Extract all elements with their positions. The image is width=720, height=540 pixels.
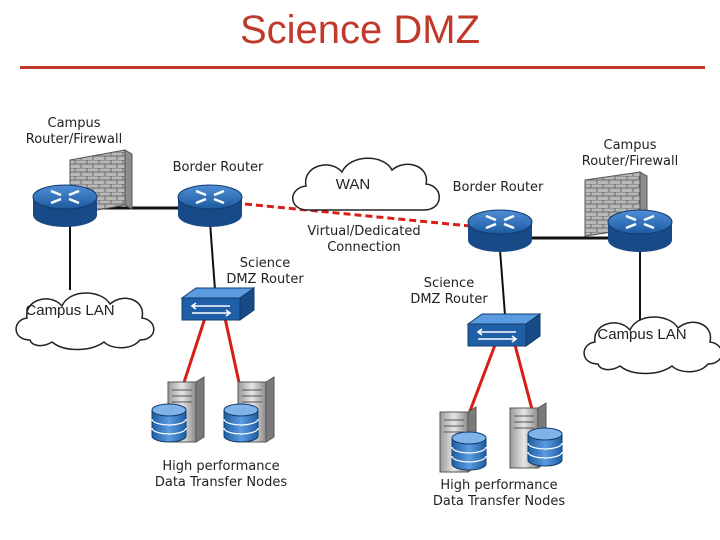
label-dtn-right: High performance Data Transfer Nodes [432,478,566,509]
link-border-left-to-dmz-left [209,221,216,291]
label-border-router-left: Border Router [172,160,264,175]
router-icon [467,209,533,252]
title-underline [20,66,705,69]
label-campus-router-firewall-right: Campus Router/Firewall [581,138,679,169]
label-wan: WAN [335,176,371,193]
link-virtual-dedicated [244,202,471,228]
label-campus-router-firewall-left: Campus Router/Firewall [25,116,123,147]
router-icon [177,184,243,227]
database-icon [451,431,487,471]
router-icon [607,209,673,252]
wan-cloud [292,157,440,211]
switch-icon [466,313,542,347]
label-science-dmz-router-left: Science DMZ Router [226,256,304,287]
switch-icon [180,287,256,321]
page-title: Science DMZ [239,8,481,52]
campus-lan-cloud-right [583,316,720,375]
database-icon [151,403,187,443]
router-icon [32,184,98,227]
campus-lan-cloud-left [15,292,155,351]
label-campus-lan-right: Campus LAN [597,326,687,343]
link-border-right-to-dmz-right [499,249,506,316]
label-border-router-right: Border Router [452,180,544,195]
label-dtn-left: High performance Data Transfer Nodes [154,459,288,490]
label-science-dmz-router-right: Science DMZ Router [410,276,488,307]
label-virtual-dedicated-connection: Virtual/Dedicated Connection [307,224,421,255]
database-icon [223,403,259,443]
label-campus-lan-left: Campus LAN [25,302,115,319]
database-icon [527,427,563,467]
